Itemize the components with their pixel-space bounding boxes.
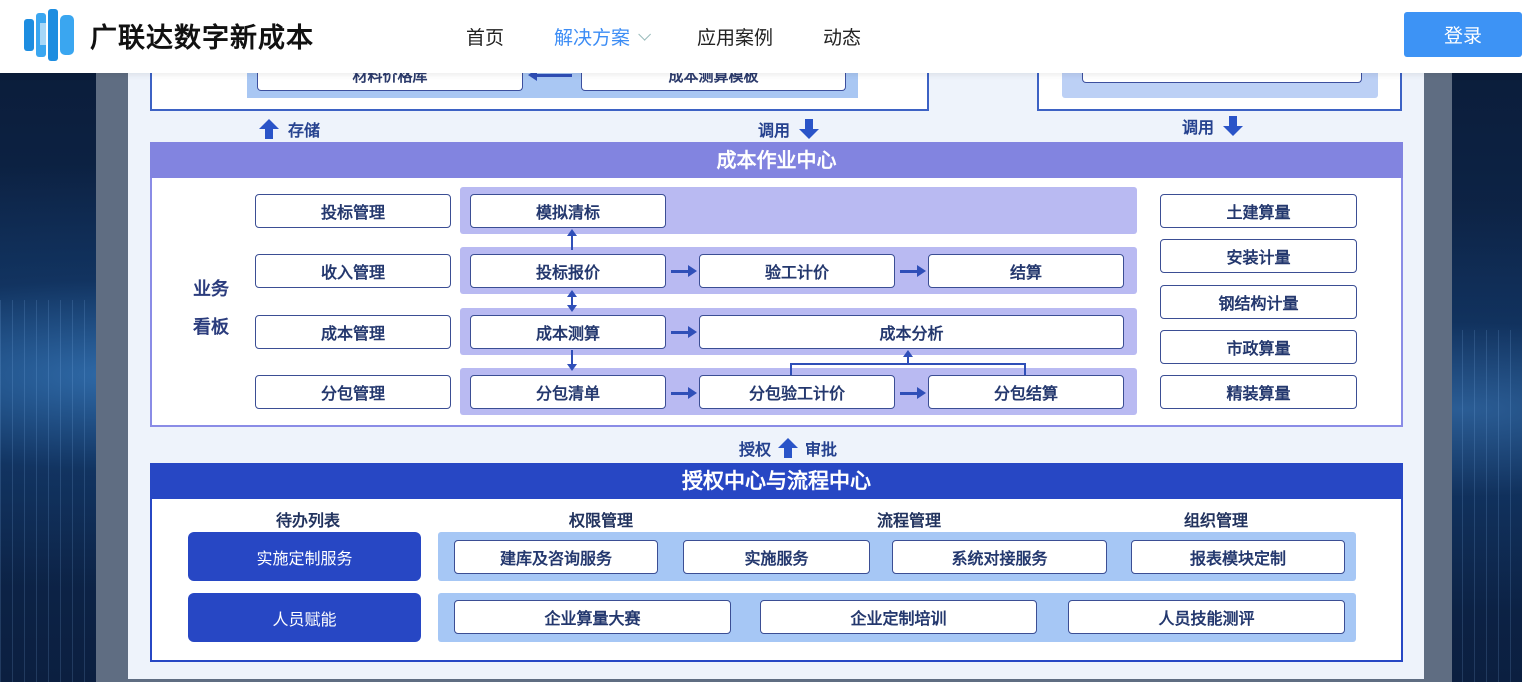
col-head-todo: 待办列表 bbox=[276, 511, 341, 530]
process-settlement[interactable]: 结算 bbox=[928, 254, 1124, 288]
arrow-down-icon bbox=[567, 364, 577, 371]
tool-steel-structure-measure[interactable]: 钢结构计量 bbox=[1160, 285, 1357, 319]
cost-center-title: 成本作业中心 bbox=[150, 142, 1403, 179]
connector-line bbox=[1024, 364, 1026, 376]
process-progress-valuation[interactable]: 验工计价 bbox=[699, 254, 895, 288]
auth-approve-connector: 授权 审批 bbox=[739, 436, 837, 460]
module-subcontract-management[interactable]: 分包管理 bbox=[255, 375, 451, 409]
brand-logo-icon bbox=[22, 9, 78, 61]
store-label: 存储 bbox=[288, 121, 321, 140]
main-nav: 首页 解决方案 应用案例 动态 bbox=[466, 22, 911, 50]
process-subcontract-list[interactable]: 分包清单 bbox=[470, 375, 666, 409]
dashboard-label-1: 业务 bbox=[193, 279, 229, 300]
arrow-down-icon bbox=[799, 119, 820, 139]
authorize-label: 授权 bbox=[739, 440, 772, 459]
tool-decoration-takeoff[interactable]: 精装算量 bbox=[1160, 375, 1357, 409]
dashboard-label-2: 看板 bbox=[193, 317, 229, 338]
service-implementation[interactable]: 实施服务 bbox=[683, 540, 870, 574]
module-revenue-management[interactable]: 收入管理 bbox=[255, 254, 451, 288]
call-connector-1: 调用 bbox=[758, 117, 820, 141]
connector-line bbox=[790, 364, 792, 376]
process-subcontract-valuation[interactable]: 分包验工计价 bbox=[699, 375, 895, 409]
service-staff-enablement[interactable]: 人员赋能 bbox=[188, 593, 421, 642]
tool-installation-measure[interactable]: 安装计量 bbox=[1160, 239, 1357, 273]
nav-solutions-label: 解决方案 bbox=[554, 26, 631, 49]
background-circuit-right bbox=[1450, 330, 1522, 682]
arrow-up-icon bbox=[903, 350, 913, 357]
col-head-permission: 权限管理 bbox=[569, 511, 634, 530]
module-cost-management[interactable]: 成本管理 bbox=[255, 315, 451, 349]
nav-cases[interactable]: 应用案例 bbox=[697, 22, 773, 50]
arrow-up-icon bbox=[567, 229, 577, 236]
app-center-stub-box bbox=[1082, 73, 1362, 83]
nav-news-label: 动态 bbox=[823, 26, 862, 49]
arrow-right-icon bbox=[671, 387, 697, 399]
connector-line bbox=[790, 363, 1026, 365]
module-bid-management[interactable]: 投标管理 bbox=[255, 194, 451, 228]
nav-home[interactable]: 首页 bbox=[466, 22, 504, 50]
login-button[interactable]: 登录 bbox=[1404, 12, 1522, 57]
connector-line bbox=[571, 350, 573, 366]
tool-municipal-takeoff[interactable]: 市政算量 bbox=[1160, 330, 1357, 364]
process-cost-analysis[interactable]: 成本分析 bbox=[699, 315, 1124, 349]
nav-home-label: 首页 bbox=[466, 26, 505, 49]
service-library-consulting[interactable]: 建库及咨询服务 bbox=[454, 540, 658, 574]
approve-label: 审批 bbox=[805, 440, 838, 459]
brand-logo[interactable]: 广联达数字新成本 bbox=[22, 9, 314, 61]
connector-line bbox=[571, 234, 573, 250]
store-connector: 存储 bbox=[258, 117, 320, 141]
process-subcontract-settlement[interactable]: 分包结算 bbox=[928, 375, 1124, 409]
brand-name: 广联达数字新成本 bbox=[90, 22, 314, 54]
call-connector-2: 调用 bbox=[1182, 114, 1244, 138]
service-system-integration[interactable]: 系统对接服务 bbox=[892, 540, 1107, 574]
arrow-right-icon bbox=[671, 326, 697, 338]
call-label-1: 调用 bbox=[758, 121, 791, 140]
top-header: 广联达数字新成本 首页 解决方案 应用案例 动态 登录 bbox=[0, 0, 1522, 73]
arrow-up-icon bbox=[778, 438, 799, 458]
arrow-down-icon bbox=[567, 305, 577, 312]
process-mock-bid-review[interactable]: 模拟清标 bbox=[470, 194, 666, 228]
arrow-up-icon bbox=[567, 290, 577, 297]
service-takeoff-competition[interactable]: 企业算量大赛 bbox=[454, 600, 731, 634]
nav-news[interactable]: 动态 bbox=[823, 22, 861, 50]
connector-line bbox=[907, 353, 909, 364]
col-head-organization: 组织管理 bbox=[1184, 511, 1249, 530]
service-custom-training[interactable]: 企业定制培训 bbox=[760, 600, 1037, 634]
arrow-down-icon bbox=[1223, 116, 1244, 136]
arrow-up-icon bbox=[259, 119, 279, 139]
tool-civil-takeoff[interactable]: 土建算量 bbox=[1160, 194, 1357, 228]
material-price-library-box: 材料价格库 bbox=[257, 73, 523, 91]
process-bid-quote[interactable]: 投标报价 bbox=[470, 254, 666, 288]
background-circuit-left bbox=[0, 300, 96, 682]
service-implementation-custom[interactable]: 实施定制服务 bbox=[188, 532, 421, 581]
arrow-right-icon bbox=[900, 387, 926, 399]
nav-solutions[interactable]: 解决方案 bbox=[554, 22, 652, 50]
service-report-customization[interactable]: 报表模块定制 bbox=[1131, 540, 1345, 574]
cost-estimate-template-box: 成本测算模板 bbox=[581, 73, 846, 91]
chevron-down-icon bbox=[638, 27, 652, 41]
col-head-workflow: 流程管理 bbox=[877, 511, 942, 530]
connector-line bbox=[571, 294, 573, 308]
auth-center-title: 授权中心与流程中心 bbox=[150, 463, 1403, 500]
arrow-right-icon bbox=[900, 265, 926, 277]
process-cost-estimate[interactable]: 成本测算 bbox=[470, 315, 666, 349]
service-skill-assessment[interactable]: 人员技能测评 bbox=[1068, 600, 1345, 634]
arrow-right-icon bbox=[671, 265, 697, 277]
nav-cases-label: 应用案例 bbox=[697, 26, 774, 49]
call-label-2: 调用 bbox=[1182, 118, 1215, 137]
arrow-left-icon bbox=[536, 74, 572, 77]
